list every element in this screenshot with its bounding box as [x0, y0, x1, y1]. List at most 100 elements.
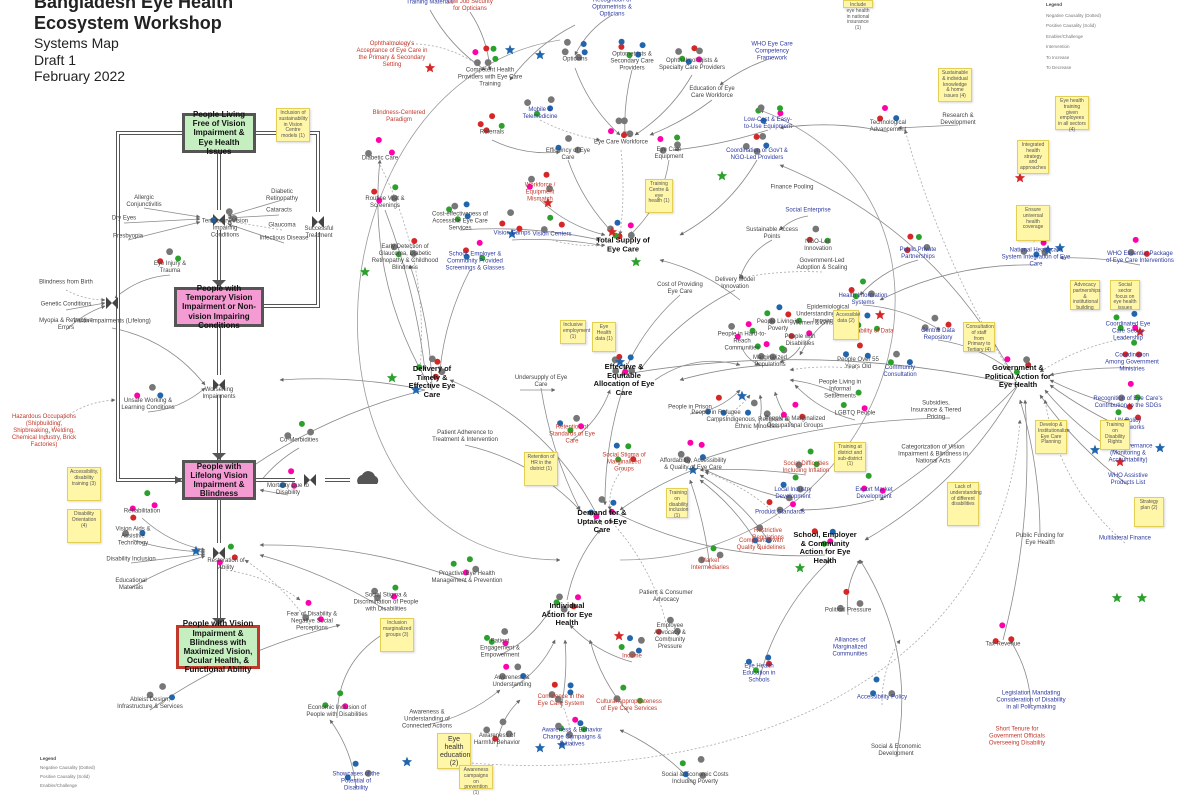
node-label: Optometrists & Secondary Care Providers — [610, 51, 654, 72]
vote-dot-icon — [1025, 361, 1032, 368]
priority-star-icon — [1136, 592, 1148, 603]
vote-dot-icon — [679, 55, 686, 62]
node-label: Short Tenure for Government Officials Ov… — [988, 726, 1046, 747]
priority-star-icon — [1111, 592, 1123, 603]
node-label: Vision Camps — [493, 230, 531, 237]
positive-link — [130, 552, 206, 564]
sticky-note: Ensure universal health coverage — [1016, 205, 1050, 241]
vote-dot-icon — [157, 392, 164, 399]
flow-arrowhead-icon — [175, 476, 182, 484]
vote-dot-icon — [463, 247, 469, 254]
node-label: Accessibility Policy — [856, 694, 908, 701]
flow-valve-icon — [304, 474, 316, 486]
priority-star-icon — [716, 170, 728, 181]
positive-link — [65, 301, 106, 311]
sticky-note: Training on disability inclusion (1) — [666, 488, 688, 519]
vote-dot-icon — [843, 351, 849, 358]
positive-link — [719, 57, 773, 86]
legend-item: Enabler/Challenge — [1046, 33, 1084, 39]
vote-dot-icon — [411, 238, 418, 244]
node-label: Disability Inclusion — [106, 556, 156, 563]
vote-dot-icon — [463, 201, 470, 208]
negative-link — [1043, 399, 1126, 544]
rating-badge-icon — [698, 556, 705, 564]
node-label: Mortality Due to Disability — [266, 483, 309, 496]
vote-dot-icon — [371, 188, 378, 195]
rating-badge-icon — [728, 323, 735, 330]
flow-valve-icon — [106, 297, 118, 309]
node-label: Diabetic Retinopathy — [265, 189, 299, 202]
rating-badge-icon — [574, 146, 582, 154]
rating-badge-icon — [555, 722, 562, 730]
rating-badge-icon — [548, 691, 556, 698]
priority-star-icon — [1014, 172, 1026, 183]
negative-link — [379, 164, 423, 371]
vote-dot-icon — [157, 258, 164, 265]
node-label: Tax Revenue — [985, 641, 1021, 648]
node-label: Effective & Equitable Allocation of Eye … — [593, 361, 655, 397]
rating-badge-icon — [626, 130, 634, 138]
vote-dot-icon — [856, 342, 863, 349]
feedback-loop — [357, 39, 561, 562]
sticky-note: Advocacy partnerships & institutional bu… — [1070, 280, 1101, 311]
vote-dot-icon — [904, 247, 911, 254]
priority-star-icon — [614, 356, 626, 367]
rating-badge-icon — [507, 209, 514, 217]
positive-link — [679, 364, 771, 381]
positive-link — [147, 387, 206, 413]
vote-dot-icon — [1040, 239, 1047, 246]
priority-star-icon — [556, 739, 568, 750]
node-label: People in Refugee Camps — [691, 410, 741, 423]
node-label: Ophthalmology's Acceptance of Eye Care i… — [356, 41, 428, 68]
positive-link — [779, 215, 809, 231]
rating-badge-icon — [615, 117, 623, 125]
vote-dot-icon — [578, 423, 584, 430]
vote-dot-icon — [139, 530, 146, 536]
vote-dot-icon — [753, 133, 760, 140]
node-label: Political Pressure — [824, 607, 872, 614]
vote-dot-icon — [785, 311, 792, 318]
positive-link — [699, 467, 807, 476]
vote-dot-icon — [691, 45, 698, 52]
vote-dot-icon — [882, 105, 888, 111]
rating-badge-icon — [674, 627, 681, 635]
node-label: Legislation Mandating Consideration of D… — [996, 690, 1066, 711]
rating-badge-icon — [768, 317, 776, 325]
vote-dot-icon — [466, 556, 473, 563]
vote-dot-icon — [777, 105, 783, 112]
node-label: Individual Action for Eye Health — [541, 601, 593, 628]
node-label: Proactive Eye Health Management & Preven… — [431, 571, 503, 584]
negative-link — [225, 569, 301, 601]
node-label: Coordination Among Government Ministries — [1105, 352, 1159, 373]
sticky-note: Awareness campaigns on prevention (1) — [459, 765, 493, 796]
node-label: People with Disabilities — [784, 334, 816, 347]
node-label: Total Supply of Eye Care — [596, 235, 650, 253]
node-label: Categorization of Vision Impairment & Bl… — [898, 444, 968, 465]
rating-badge-icon — [560, 605, 568, 613]
positive-link — [409, 264, 433, 391]
node-label: Women & Girls — [792, 320, 834, 327]
vote-dot-icon — [1134, 394, 1141, 401]
positive-link — [689, 479, 711, 569]
map-subtitle: Systems Map — [34, 35, 119, 51]
rating-badge-icon — [528, 175, 535, 183]
positive-link — [239, 389, 426, 476]
vote-dot-icon — [502, 640, 509, 647]
vote-dot-icon — [687, 439, 694, 446]
legend-heading: Legend — [1046, 2, 1063, 7]
vote-dot-icon — [322, 702, 329, 709]
vote-dot-icon — [627, 354, 634, 361]
node-label: Delivery of Timely & Effective Eye Care — [408, 363, 456, 399]
positive-link — [862, 304, 941, 331]
rating-badge-icon — [627, 231, 635, 239]
node-label: Health Information Systems — [838, 293, 888, 306]
vote-dot-icon — [615, 456, 622, 463]
legend-item: Enabler/Challenge — [40, 783, 78, 788]
map-draft: Draft 1 — [34, 52, 77, 68]
positive-link — [65, 305, 106, 331]
sticky-note: Lack of understanding of different disab… — [947, 482, 982, 526]
positive-link — [602, 384, 625, 506]
positive-link — [619, 729, 696, 786]
vote-dot-icon — [1132, 236, 1139, 243]
vote-dot-icon — [864, 312, 871, 319]
